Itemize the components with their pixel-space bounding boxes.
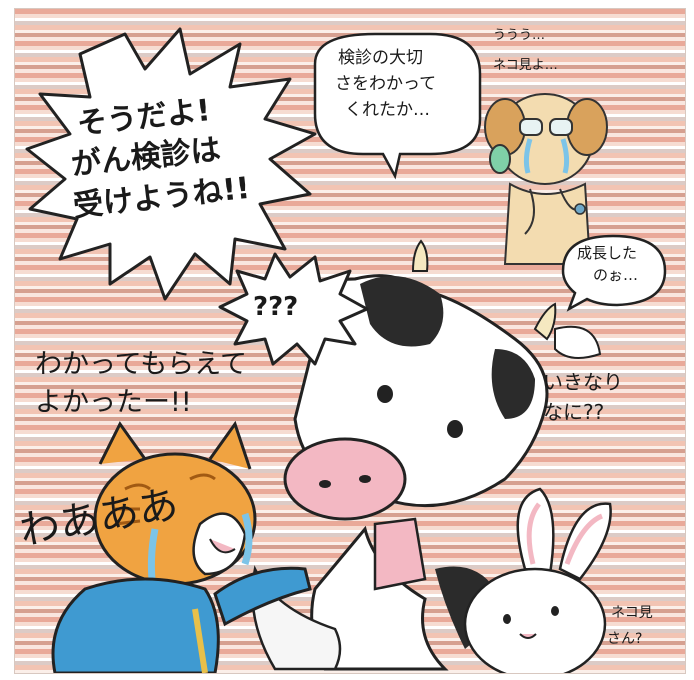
- doctor-speech-bubble: [313, 32, 482, 180]
- cow-character: [251, 239, 602, 671]
- doctor-sob-line-1: ううう…: [493, 28, 546, 43]
- comic-panel: そうだよ! がん検診は 受けようね!! ??? 検診の大切 さをわかって くれた…: [14, 8, 686, 674]
- cat-character: [51, 420, 312, 673]
- comic-illustration: [25, 27, 667, 673]
- doctor-sob-line-2: ネコ見よ…: [493, 58, 558, 73]
- cow-confused-line-2: なに??: [543, 400, 605, 424]
- question-text: ???: [253, 292, 299, 322]
- rabbit-line-2: さん?: [607, 631, 643, 647]
- cat-relief-line-2: よかったー!!: [35, 387, 192, 418]
- doctor-speech-line-1: 検診の大切: [338, 48, 423, 68]
- shout-bubble: [25, 27, 317, 301]
- grown-line-2: のぉ…: [593, 266, 639, 284]
- rabbit-line-1: ネコ見: [611, 605, 653, 621]
- cat-relief-line-1: わかってもらえて: [35, 349, 247, 380]
- doctor-speech-line-3: くれたか…: [345, 100, 430, 120]
- question-bubble: [218, 252, 369, 366]
- grown-line-1: 成長した: [577, 244, 638, 262]
- grown-bubble: [561, 234, 667, 312]
- cow-confused-line-1: いきなり: [543, 370, 623, 394]
- rabbit-character: [463, 487, 612, 673]
- doctor-speech-line-2: さをわかって: [335, 74, 437, 94]
- dog-doctor-character: [484, 93, 608, 265]
